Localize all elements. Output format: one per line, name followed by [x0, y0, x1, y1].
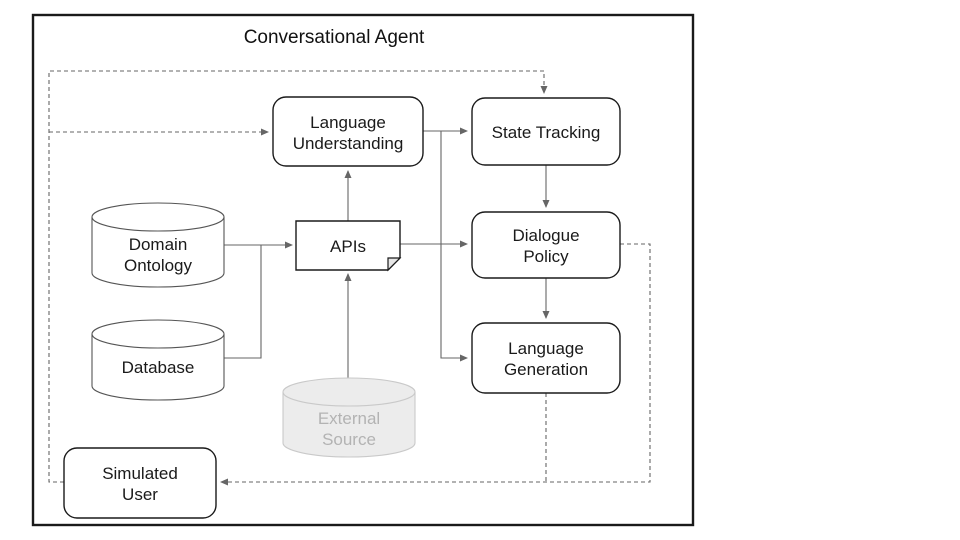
- domain-ontology-cylinder-top: [91, 202, 225, 232]
- database-cylinder-top: [91, 319, 225, 349]
- domain-ontology-label-line2: Ontology: [124, 256, 193, 275]
- state-tracking-box: [471, 97, 621, 166]
- external-source-label-line1: External: [318, 409, 380, 428]
- database-cylinder-body: [91, 334, 225, 401]
- agent-frame: [31, 13, 695, 527]
- language-generation-label-line2: Generation: [504, 360, 588, 379]
- simulated-user-label-line1: Simulated: [102, 464, 178, 483]
- node-external-source: External Source: [282, 377, 416, 458]
- external-source-cylinder-top: [282, 377, 416, 407]
- connector-database-to-apis: [224, 245, 262, 359]
- language-understanding-label-line2: Understanding: [293, 134, 404, 153]
- node-language-generation: Language Generation: [471, 322, 621, 394]
- node-apis: APIs: [295, 220, 402, 272]
- node-simulated-user: Simulated User: [63, 447, 217, 519]
- language-understanding-label-line1: Language: [310, 113, 386, 132]
- language-understanding-box: [272, 96, 424, 167]
- language-generation-box: [471, 322, 621, 394]
- connector-simulated-user-to-state-tracking: [48, 70, 548, 483]
- language-generation-label-line1: Language: [508, 339, 584, 358]
- simulated-user-label-line2: User: [122, 485, 158, 504]
- apis-folded-corner: [387, 257, 402, 272]
- dialogue-policy-box: [471, 211, 621, 279]
- external-source-cylinder-body: [282, 392, 416, 458]
- solid-wires: [224, 127, 550, 378]
- dashed-wires: [48, 70, 651, 486]
- connector-dialogue-policy-to-simulated-user: [220, 243, 651, 486]
- connector-language-understanding-to-language-generation: [440, 131, 468, 362]
- state-tracking-label: State Tracking: [492, 123, 601, 142]
- node-language-understanding: Language Understanding: [272, 96, 424, 167]
- database-label: Database: [122, 358, 195, 377]
- apis-label: APIs: [330, 237, 366, 256]
- node-dialogue-policy: Dialogue Policy: [471, 211, 621, 279]
- node-domain-ontology: Domain Ontology: [91, 202, 225, 288]
- node-database: Database: [91, 319, 225, 401]
- domain-ontology-label-line1: Domain: [129, 235, 188, 254]
- external-source-label-line2: Source: [322, 430, 376, 449]
- dialogue-policy-label-line1: Dialogue: [512, 226, 579, 245]
- node-state-tracking: State Tracking: [471, 97, 621, 166]
- dialogue-policy-label-line2: Policy: [523, 247, 569, 266]
- diagram-title: Conversational Agent: [244, 27, 425, 48]
- domain-ontology-cylinder-body: [91, 217, 225, 288]
- simulated-user-box: [63, 447, 217, 519]
